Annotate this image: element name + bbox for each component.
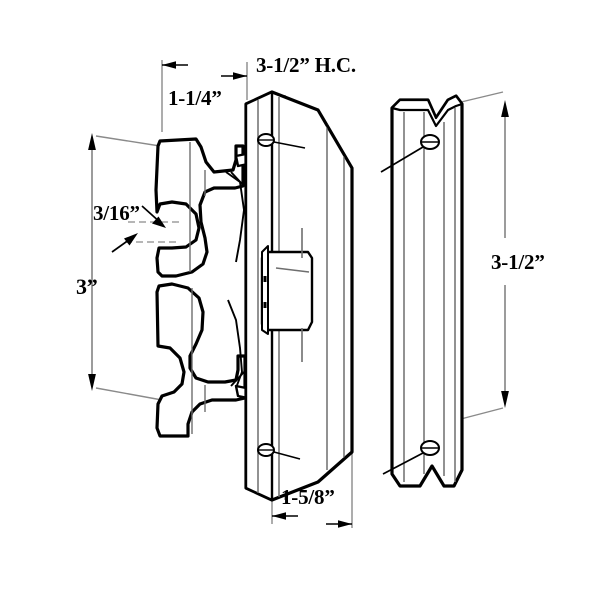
dimension-label-thickness: 3/16” (93, 201, 140, 225)
plate-top-bevel (317, 109, 353, 169)
screw-hole-outer-top (380, 134, 440, 173)
screw-hole-plate-top (257, 133, 306, 149)
plate-bottom-bevel (317, 451, 353, 483)
dimension-3-inch (88, 133, 163, 401)
plate-left-edge-band (244, 90, 274, 502)
part-inner-handle-profile (154, 137, 247, 438)
center-latch (260, 245, 314, 335)
part-mounting-plate (244, 90, 354, 502)
outer-plate-body (390, 94, 464, 488)
outer-plate-rib-lines (403, 108, 456, 482)
internal-bracket-arms (225, 171, 245, 389)
dimension-3-1-2 (456, 91, 509, 421)
handle-upper-hook (154, 137, 245, 278)
dimension-3-16 (111, 205, 182, 253)
dimension-1-1-4 (161, 60, 248, 132)
dimension-label-handle-height: 3” (76, 274, 98, 299)
part-outer-pull-plate (380, 94, 464, 488)
dimension-label-plate-width: 1-5/8” (281, 485, 335, 509)
dimension-label-plate-height: 3-1/2” (491, 250, 545, 274)
handle-lower-hook (155, 282, 247, 438)
dimension-label-height-clearance: 3-1/2” H.C. (256, 53, 356, 77)
dimension-label-handle-depth: 1-1/4” (168, 86, 222, 110)
screw-hole-outer-bottom (382, 440, 440, 475)
screw-hole-plate-bottom (257, 443, 301, 460)
handle-interior-lines (189, 142, 206, 434)
dimension-annotations (88, 60, 509, 528)
